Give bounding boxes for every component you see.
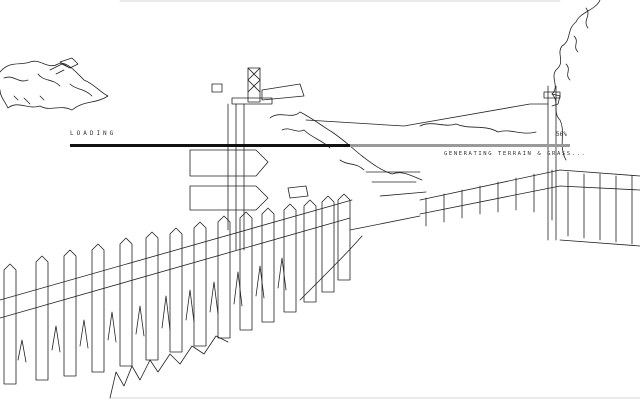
- left-picket-fence: [0, 193, 353, 385]
- progress-bar-fill: [70, 144, 350, 147]
- signpost-tower: [189, 67, 309, 251]
- progress-percent: 56%: [556, 131, 567, 138]
- right-fence: [419, 169, 640, 247]
- left-foliage: [0, 57, 109, 111]
- grass-tufts: [17, 257, 287, 399]
- loading-label: LOADING: [70, 130, 117, 137]
- loading-status-text: GENERATING TERRAIN & GRASS...: [444, 151, 587, 157]
- progress-bar-track: [70, 144, 570, 147]
